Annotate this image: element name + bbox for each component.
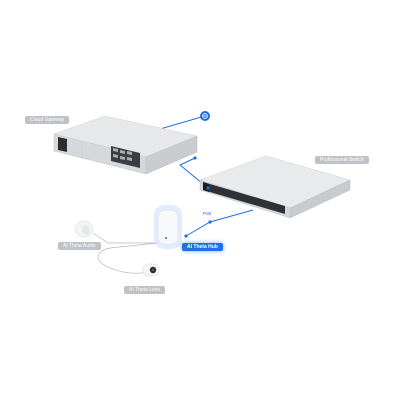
hub-port-dot <box>184 234 188 238</box>
ai-theta-audio-device <box>74 220 94 238</box>
cloud-gateway-device <box>53 115 198 175</box>
cloud-gateway-label: Cloud Gateway <box>25 116 70 124</box>
ai-theta-hub-device <box>154 205 182 249</box>
professional-switch-device <box>199 155 351 219</box>
gateway-port-dot <box>193 156 197 160</box>
lens-cable <box>97 242 159 274</box>
switch-port-dot <box>206 186 210 190</box>
switch-hub-poe-link <box>185 209 254 237</box>
professional-switch-label: Professional Switch <box>315 156 369 164</box>
ai-theta-audio-label: AI Theta Audio <box>58 242 101 250</box>
globe-icon <box>200 111 210 121</box>
poe-label: PoE <box>203 211 212 216</box>
ai-theta-hub-label: AI Theta Hub <box>182 243 223 251</box>
ai-theta-lens-device <box>142 263 160 277</box>
poe-dot <box>208 220 212 224</box>
gateway-switch-link <box>179 157 209 189</box>
audio-cable <box>92 232 158 244</box>
ai-theta-lens-label: AI Theta Lens <box>124 286 166 294</box>
